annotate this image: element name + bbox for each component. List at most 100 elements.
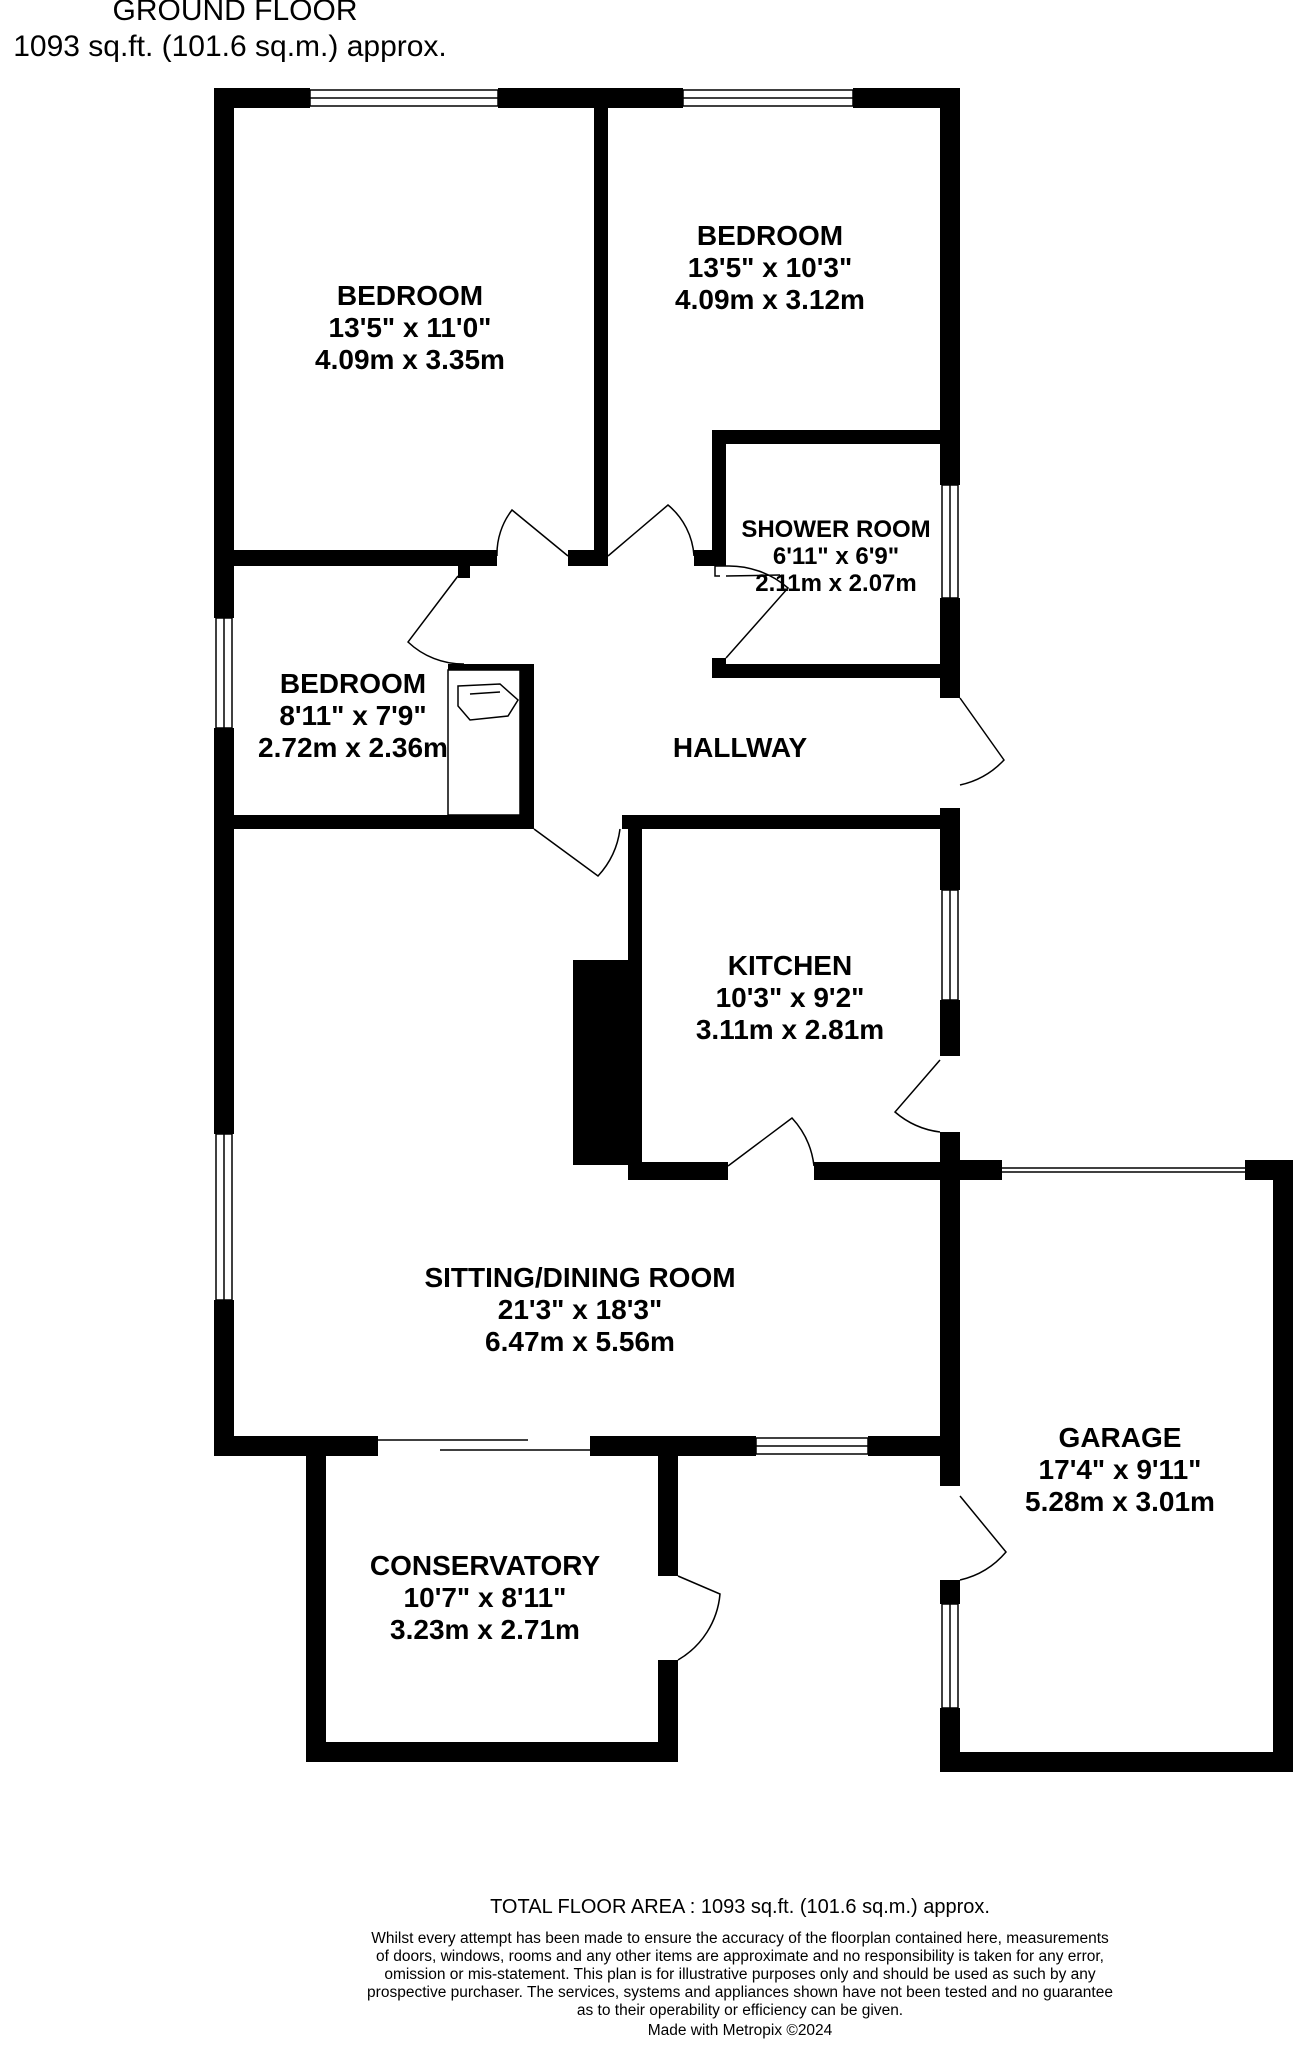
room-imperial: 6'11" x 6'9" (772, 543, 900, 570)
wall (628, 1162, 728, 1180)
wall (622, 815, 960, 829)
room-bedroom-1: BEDROOM 13'5" x 11'0" 4.09m x 3.35m (280, 280, 540, 376)
wall (712, 664, 960, 678)
room-name: SHOWER ROOM (741, 516, 931, 543)
room-name: KITCHEN (727, 950, 853, 981)
wall (234, 815, 534, 829)
wall (940, 1000, 960, 1050)
disclaimer-line: Whilst every attempt has been made to en… (371, 1930, 1109, 1947)
wall (940, 1708, 960, 1772)
room-kitchen: KITCHEN 10'3" x 9'2" 3.11m x 2.81m (660, 950, 920, 1046)
wall (814, 1162, 960, 1180)
room-imperial: 21'3" x 18'3" (497, 1294, 663, 1325)
wall (940, 1160, 960, 1486)
door (677, 1575, 721, 1661)
disclaimer-line: as to their operability or efficiency ca… (576, 2002, 904, 2019)
room-imperial: 13'5" x 11'0" (328, 312, 492, 343)
floor-title: GROUND FLOOR (112, 0, 358, 27)
room-metric: 5.28m x 3.01m (1025, 1486, 1215, 1517)
room-shower: SHOWER ROOM 6'11" x 6'9" 2.11m x 2.07m (716, 516, 956, 597)
wall (940, 888, 960, 890)
room-name: CONSERVATORY (369, 1550, 601, 1581)
wall (940, 1752, 1293, 1772)
door (406, 575, 465, 665)
room-metric: 2.11m x 2.07m (755, 570, 917, 597)
wall (214, 88, 234, 618)
wall (940, 818, 960, 888)
door (533, 828, 621, 878)
wall (214, 1436, 314, 1456)
room-metric: 3.23m x 2.71m (390, 1614, 580, 1645)
wall (940, 598, 960, 698)
room-imperial: 17'4" x 9'11" (1038, 1454, 1202, 1485)
wall (654, 1436, 756, 1456)
room-metric: 2.72m x 2.36m (258, 732, 448, 763)
room-name: GARAGE (1058, 1422, 1182, 1453)
wall (590, 1436, 660, 1456)
wall (214, 728, 234, 1134)
room-sitting-dining: SITTING/DINING ROOM 21'3" x 18'3" 6.47m … (390, 1262, 770, 1358)
room-name: BEDROOM (696, 220, 844, 251)
wall (712, 430, 726, 566)
wall (568, 550, 608, 566)
room-bedroom-3: BEDROOM 8'11" x 7'9" 2.72m x 2.36m (238, 668, 468, 764)
disclaimer-line: omission or mis-statement. This plan is … (384, 1966, 1096, 1983)
wall (594, 108, 608, 564)
wall (214, 88, 310, 108)
total-floor-area: TOTAL FLOOR AREA : 1093 sq.ft. (101.6 sq… (490, 1896, 990, 1918)
wall (306, 1436, 326, 1762)
wall (853, 88, 960, 108)
wall (712, 430, 960, 444)
wall (940, 1580, 960, 1604)
wall (658, 1660, 678, 1762)
room-metric: 4.09m x 3.12m (675, 284, 865, 315)
wall (1273, 1160, 1293, 1772)
room-bedroom-2: BEDROOM 13'5" x 10'3" 4.09m x 3.12m (640, 220, 900, 316)
room-hallway: HALLWAY (640, 732, 840, 764)
room-imperial: 10'7" x 8'11" (403, 1582, 567, 1613)
door (714, 565, 790, 659)
wall (214, 1300, 234, 1456)
disclaimer-line: of doors, windows, rooms and any other i… (375, 1948, 1104, 1965)
room-garage: GARAGE 17'4" x 9'11" 5.28m x 3.01m (990, 1422, 1250, 1518)
room-name: SITTING/DINING ROOM (424, 1262, 736, 1293)
room-imperial: 8'11" x 7'9" (279, 700, 427, 731)
room-name: BEDROOM (279, 668, 427, 699)
door-swings (406, 504, 1007, 1661)
wall (498, 88, 683, 108)
room-imperial: 13'5" x 10'3" (687, 252, 853, 283)
door (959, 1495, 1007, 1581)
floor-area: 1093 sq.ft. (101.6 sq.m.) approx. (13, 30, 447, 63)
wall (458, 550, 470, 578)
walls (214, 88, 1293, 1772)
door (727, 1116, 815, 1167)
wall (868, 1436, 960, 1456)
room-metric: 4.09m x 3.35m (315, 344, 505, 375)
door (496, 508, 569, 557)
disclaimer-line: prospective purchaser. The services, sys… (367, 1984, 1113, 2001)
disclaimer: Whilst every attempt has been made to en… (330, 1930, 1150, 2020)
wall (306, 1742, 678, 1762)
room-conservatory: CONSERVATORY 10'7" x 8'11" 3.23m x 2.71m (345, 1550, 625, 1646)
made-with: Made with Metropix ©2024 (647, 2022, 833, 2039)
chimney-breast (573, 960, 628, 1165)
door (607, 504, 695, 557)
room-metric: 6.47m x 5.56m (485, 1326, 675, 1357)
room-name: HALLWAY (672, 732, 808, 763)
wall (694, 550, 714, 566)
wall (448, 664, 534, 670)
wall (520, 664, 534, 829)
cupboard (447, 669, 521, 816)
window-glazing (215, 89, 1245, 1709)
wall (234, 550, 497, 566)
wall (658, 1436, 678, 1576)
wall (628, 815, 642, 1180)
room-imperial: 10'3" x 9'2" (715, 982, 865, 1013)
door (959, 697, 1005, 786)
room-name: BEDROOM (336, 280, 484, 311)
wall (940, 88, 960, 485)
boiler-icon (457, 683, 519, 721)
door (893, 1059, 941, 1133)
room-metric: 3.11m x 2.81m (695, 1014, 885, 1045)
